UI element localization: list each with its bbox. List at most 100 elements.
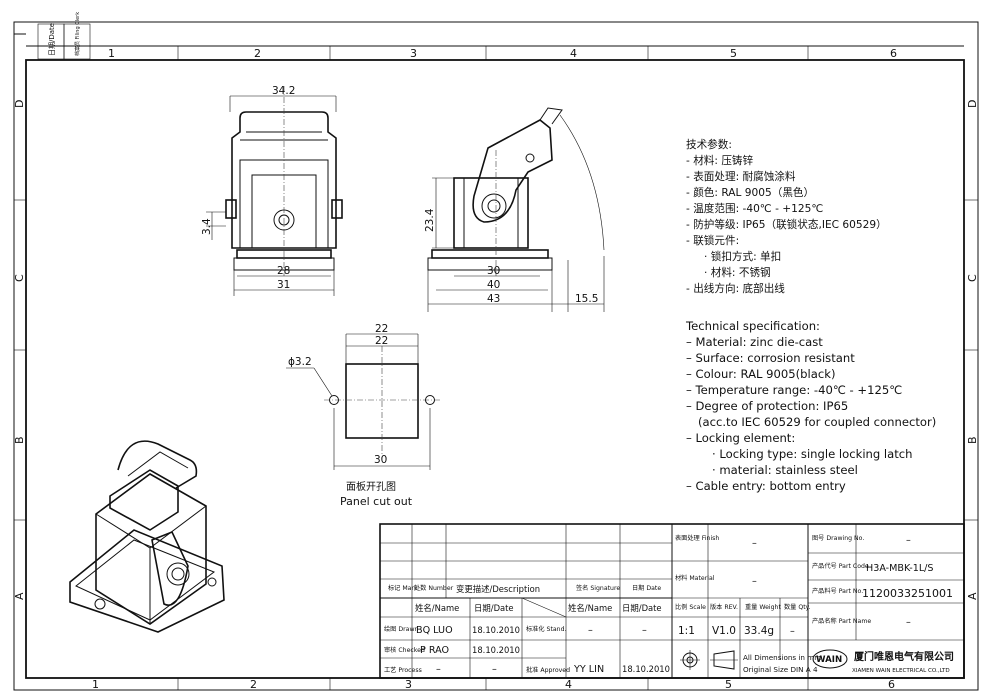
tb-rev-value: V1.0 [712,625,736,637]
tb-drawing-no-value: – [906,535,911,546]
zone-row-a-left: A [13,592,26,600]
tb-dim-note-1: All Dimensions in mm [743,653,821,662]
title-block: 标记 Mark 处数 Number 变更描述/Description 签名 Si… [379,523,965,679]
spec-en-line: – Surface: corrosion resistant [686,351,855,365]
tb-material-value: – [752,576,757,587]
dim-side-base-3: 43 [487,293,500,305]
spec-cn-line: · 材料: 不锈钢 [704,266,771,279]
zone-col-1-bottom: 1 [92,678,99,691]
tb-part-code-label: 产品代号 Part Code [812,562,869,570]
tb-drawing-no-label: 图号 Drawing No. [812,535,864,542]
filing-box: 日期/Date 档案员 Filing Clerk [37,12,91,60]
tb-scale-value: 1:1 [678,625,695,637]
dim-cut-hole: ϕ3.2 [288,356,312,368]
tb-date-header: 日期/Date [474,603,514,613]
panel-cutout-view: 22 22 30 ϕ3.2 面板开孔图 Panel cut out [286,323,442,508]
zone-col-6-top: 6 [890,47,897,60]
front-view: 34.2 3.4 28 31 [201,85,343,296]
tb-signature-label: 签名 Signature [576,584,620,592]
tb-approved-date: 18.10.2010 [622,664,670,674]
tb-scale-label: 比例 Scale [675,603,706,611]
wain-logo: WAIN [812,649,848,669]
spec-en-line: Technical specification: [685,319,820,333]
spec-cn-line: - 材料: 压铸锌 [686,154,754,167]
tb-part-no-value: 1120033251001 [862,587,953,600]
zone-col-5-bottom: 5 [725,678,732,691]
spec-cn-line: - 颜色: RAL 9005（黑色） [686,186,814,199]
tb-finish-label: 表面处理 Finish [675,534,719,542]
tb-stand-name: – [588,625,593,636]
zone-row-c-right: C [966,274,979,282]
tb-weight-label: 重量 Weight [745,603,781,611]
tb-part-name-label: 产品名称 Part Name [812,617,871,625]
spec-cn-line: - 联锁元件: [686,234,739,247]
zone-col-6-bottom: 6 [888,678,895,691]
dim-front-width: 34.2 [272,85,295,97]
tb-drawn-label: 绘图 Drawn [384,625,419,633]
zone-col-3-bottom: 3 [405,678,412,691]
dim-side-height: 23.4 [424,208,436,232]
tb-material-label: 材料 Material [675,574,715,582]
zone-row-c-left: C [13,274,26,282]
tb-process-label: 工艺 Process [384,666,422,674]
zone-col-1-top: 1 [108,47,115,60]
tb-part-no-label: 产品料号 Part No. [812,587,863,595]
tb-mark-label: 标记 Mark [388,584,418,592]
spec-en-line: – Colour: RAL 9005(black) [686,367,835,381]
filing-date-label: 日期/Date [48,23,56,56]
tb-name2-header: 姓名/Name [568,603,612,613]
tb-approved-label: 批准 Approved [526,666,570,674]
spec-cn-line: - 表面处理: 耐腐蚀涂料 [686,170,796,183]
spec-en-line: – Cable entry: bottom entry [686,479,846,493]
tb-qty-label: 数量 Qty. [784,603,810,611]
zone-row-a-right: A [966,592,979,600]
spec-en-line: – Degree of protection: IP65 [686,399,848,413]
panel-cutout-label-cn: 面板开孔图 [346,480,396,493]
dim-cut-bottom: 30 [374,454,387,466]
dim-front-base-inner: 28 [277,265,290,277]
dim-side-lever: 15.5 [575,293,598,305]
zone-labels: 1 2 3 4 5 6 1 2 3 4 5 6 D C B A D C B A [13,47,979,691]
spec-en-line: (acc.to IEC 60529 for coupled connector) [698,415,936,429]
tb-drawn-name: BQ LUO [416,625,453,636]
spec-en-line: – Temperature range: -40℃ - +125℃ [686,383,902,397]
tb-stand-label: 标准化 Stand. [526,625,567,633]
dim-front-base-outer: 31 [277,279,290,291]
company-name-en: XIAMEN WAIN ELECTRICAL CO.,LTD [852,668,950,674]
zone-col-2-top: 2 [254,47,261,60]
dim-front-height: 3.4 [201,218,213,235]
zone-row-d-left: D [13,100,26,108]
zone-row-b-right: B [966,436,979,444]
tb-process-date: – [492,664,497,675]
tb-rev-label: 版本 REV. [710,603,738,611]
tb-checked-name: P RAO [420,645,450,656]
spec-cn-line: · 锁扣方式: 单扣 [704,250,781,263]
dim-side-base-2: 40 [487,279,500,291]
spec-en-line: – Locking element: [686,431,795,445]
zone-row-d-right: D [966,100,979,108]
zone-col-4-top: 4 [570,47,577,60]
zone-col-4-bottom: 4 [565,678,572,691]
dim-side-base-1: 30 [487,265,500,277]
tb-part-name-value: – [906,617,911,628]
spec-en-line: · Locking type: single locking latch [712,447,913,461]
first-angle-projection-icon [680,650,738,670]
spec-cn-line: - 温度范围: -40℃ - +125℃ [686,202,823,215]
tb-dim-note-2: Original Size DIN A 4 [743,665,818,674]
spec-cn-line: 技术参数: [686,138,732,151]
tb-date2-header: 日期/Date [622,603,662,613]
spec-en: Technical specification: – Material: zin… [685,319,936,493]
tb-date-label: 日期 Date [632,584,661,592]
spec-cn-line: - 出线方向: 底部出线 [686,282,785,295]
dim-cut-top-1: 22 [375,323,388,335]
spec-cn: 技术参数: - 材料: 压铸锌 - 表面处理: 耐腐蚀涂料 - 颜色: RAL … [686,138,887,295]
tb-weight-value: 33.4g [744,625,774,637]
dim-cut-top-2: 22 [375,335,388,347]
zone-col-5-top: 5 [730,47,737,60]
zone-row-b-left: B [13,436,26,444]
tb-checked-label: 审核 Checked [384,646,425,654]
zone-col-2-bottom: 2 [250,678,257,691]
panel-cutout-label-en: Panel cut out [340,495,413,508]
isometric-view [69,440,225,633]
tb-stand-date: – [642,625,647,636]
